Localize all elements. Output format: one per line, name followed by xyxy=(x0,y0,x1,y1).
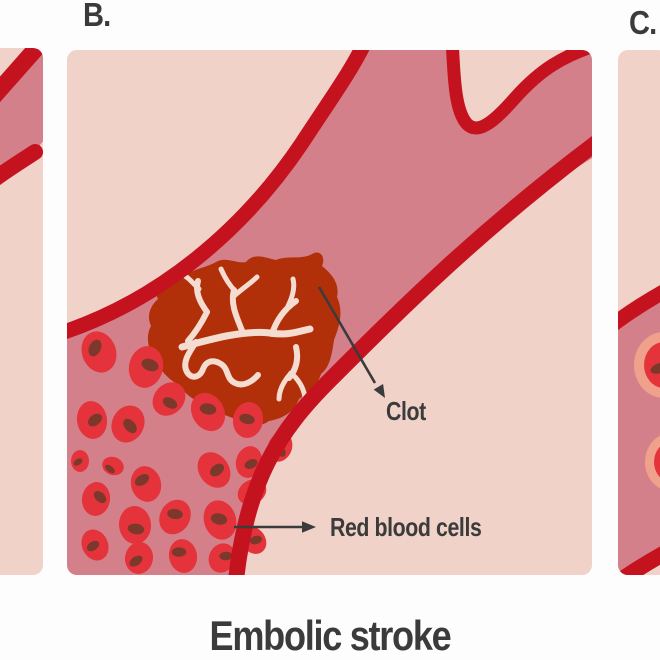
cell-nucleus xyxy=(209,463,225,477)
cell-nucleus xyxy=(86,540,100,552)
vessel-c-lower-wall xyxy=(618,546,660,575)
cell-nucleus xyxy=(88,339,102,357)
vessel-branch-notch xyxy=(446,50,592,135)
cell-nucleus xyxy=(141,358,159,372)
vessel-a-interior xyxy=(0,48,43,177)
vessel-upper-wall xyxy=(67,50,370,339)
cell-nucleus xyxy=(167,508,183,520)
vessel-c-halo-cell xyxy=(645,435,660,489)
vessel-c-interior xyxy=(618,294,660,575)
cell-nucleus xyxy=(73,458,83,466)
cell-nucleus xyxy=(87,413,103,427)
panel-c-partial xyxy=(618,50,660,575)
figure-caption: Embolic stroke xyxy=(209,612,452,659)
panel-c-label: C. xyxy=(629,4,657,41)
vessel-c-halo-cell xyxy=(634,332,660,398)
panel-b-embolic-stroke: Clot Red blood cells xyxy=(67,50,592,575)
arrow-right-icon xyxy=(234,521,316,533)
vessel-c-illustration xyxy=(618,285,660,575)
panel-a-partial xyxy=(0,48,43,575)
cell-nucleus xyxy=(123,418,137,434)
cell-nucleus xyxy=(162,397,178,409)
cell-nucleus xyxy=(134,474,150,486)
vessel-b-illustration xyxy=(67,50,592,575)
panel-b-label: B. xyxy=(83,0,111,33)
cell-nucleus xyxy=(219,551,233,561)
cell-nucleus xyxy=(199,403,217,415)
arrow-down-right-icon xyxy=(317,286,385,398)
cell-nucleus xyxy=(239,413,255,425)
cell-nucleus xyxy=(244,459,258,469)
cell-nucleus xyxy=(127,523,145,535)
vessel-c-upper-wall xyxy=(618,285,660,330)
clot-label: Clot xyxy=(386,396,426,426)
clot-fibrin-strands xyxy=(177,266,314,402)
red-blood-cells-label: Red blood cells xyxy=(330,512,482,542)
vessel-a-illustration xyxy=(0,48,43,185)
rbc-group xyxy=(71,331,293,574)
red-blood-cell xyxy=(168,539,198,573)
cell-nucleus xyxy=(249,535,263,545)
cell-nucleus xyxy=(93,490,107,504)
cell-nucleus xyxy=(105,464,115,474)
cell-nucleus xyxy=(129,555,143,567)
cell-nucleus xyxy=(210,513,228,525)
red-blood-cell xyxy=(130,466,162,502)
vessel-a-lower-wall xyxy=(0,144,43,185)
vessel-a-upper-wall xyxy=(0,48,43,103)
cell-nucleus xyxy=(171,547,187,557)
vessel-lower-wall xyxy=(228,136,592,575)
